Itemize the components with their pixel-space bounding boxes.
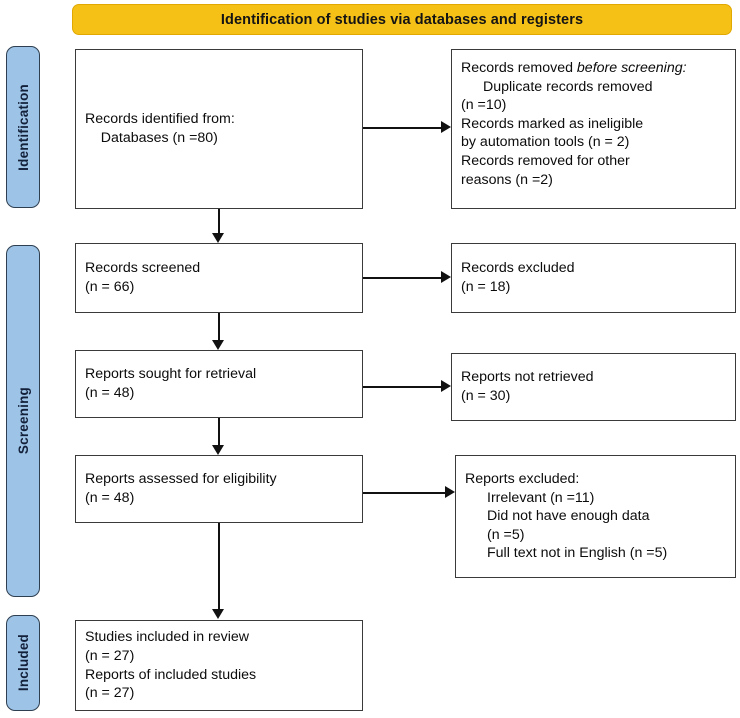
arrowhead-identified-to-screened-icon xyxy=(212,233,224,243)
box-reports-excluded-item2b: (n =5) xyxy=(456,526,735,545)
arrowhead-assessed-to-included-icon xyxy=(212,609,224,619)
box-reports-excluded-item1: Irrelevant (n =11) xyxy=(456,489,735,508)
box-reports-not-retrieved-line2: (n = 30) xyxy=(461,388,511,404)
box-reports-excluded-item2a: Did not have enough data xyxy=(456,507,735,526)
stage-label-included-text: Included xyxy=(15,634,31,692)
box-records-screened-line2: (n = 66) xyxy=(85,279,135,295)
box-records-removed: Records removed before screening: Duplic… xyxy=(451,49,736,209)
box-records-excluded-line2: (n = 18) xyxy=(461,279,511,295)
box-reports-sought-line2: (n = 48) xyxy=(85,385,135,401)
box-records-removed-item2a: Records marked as ineligible xyxy=(461,115,644,132)
removed-item1a-text: Duplicate records removed xyxy=(483,78,653,95)
removed-heading-colon: : xyxy=(682,60,687,76)
banner-title: Identification of studies via databases … xyxy=(220,11,584,28)
stage-label-identification-text: Identification xyxy=(15,83,31,171)
arrowhead-sought-to-assessed-icon xyxy=(212,445,224,455)
box-reports-assessed-line2: (n = 48) xyxy=(85,490,135,506)
box-records-screened-line1: Records screened xyxy=(85,260,201,277)
box-studies-included-line3: Reports of included studies xyxy=(85,666,257,683)
connector-sought-to-assessed xyxy=(218,418,220,446)
box-records-removed-item1b: (n =10) xyxy=(461,97,507,114)
arrowhead-assessed-to-excluded-icon xyxy=(445,486,455,498)
excluded-item2b-text: (n =5) xyxy=(487,526,525,543)
arrowhead-identified-to-removed-icon xyxy=(441,121,451,133)
box-reports-excluded: Reports excluded: Irrelevant (n =11) Did… xyxy=(455,455,736,578)
box-studies-included: Studies included in review (n = 27) Repo… xyxy=(75,620,363,711)
arrowhead-screened-to-excluded-icon xyxy=(441,271,451,283)
excluded-item1-text: Irrelevant (n =11) xyxy=(487,489,595,506)
connector-assessed-to-included xyxy=(218,523,220,610)
box-records-removed-item3a: Records removed for other xyxy=(461,152,630,169)
box-reports-excluded-item3: Full text not in English (n =5) xyxy=(456,544,735,563)
removed-heading-italic: before screening xyxy=(576,60,683,76)
connector-screened-to-sought xyxy=(218,313,220,341)
connector-sought-to-not-retrieved xyxy=(363,386,441,388)
box-studies-included-line2: (n = 27) xyxy=(85,647,135,664)
box-reports-assessed: Reports assessed for eligibility (n = 48… xyxy=(75,455,363,523)
box-studies-included-line1: Studies included in review xyxy=(85,629,250,646)
box-reports-excluded-heading: Reports excluded: xyxy=(465,471,580,488)
connector-identified-to-removed xyxy=(363,127,441,129)
box-records-removed-heading: Records removed before screening: xyxy=(452,59,735,78)
box-records-excluded: Records excluded (n = 18) xyxy=(451,243,736,313)
box-records-removed-item2b: by automation tools (n = 2) xyxy=(461,134,630,151)
stage-label-screening-text: Screening xyxy=(15,387,31,455)
stage-label-identification: Identification xyxy=(6,46,40,208)
box-records-screened: Records screened (n = 66) xyxy=(75,243,363,313)
box-records-removed-item1a: Duplicate records removed xyxy=(452,78,735,97)
box-records-identified: Records identified from: Databases (n =8… xyxy=(75,49,363,209)
box-reports-not-retrieved: Reports not retrieved (n = 30) xyxy=(451,353,736,421)
excluded-item2a-text: Did not have enough data xyxy=(487,508,650,525)
connector-identified-to-screened xyxy=(218,209,220,234)
connector-assessed-to-excluded xyxy=(363,492,445,494)
box-reports-sought-line1: Reports sought for retrieval xyxy=(85,366,257,383)
header-banner: Identification of studies via databases … xyxy=(72,4,732,35)
arrowhead-sought-to-not-retrieved-icon xyxy=(441,380,451,392)
excluded-item3-text: Full text not in English (n =5) xyxy=(487,545,668,562)
box-reports-sought: Reports sought for retrieval (n = 48) xyxy=(75,350,363,418)
box-records-identified-line2: Databases (n =80) xyxy=(85,130,218,146)
box-records-identified-line1: Records identified from: xyxy=(85,111,235,128)
box-records-excluded-line1: Records excluded xyxy=(461,260,575,277)
stage-label-screening: Screening xyxy=(6,245,40,597)
arrowhead-screened-to-sought-icon xyxy=(212,340,224,350)
removed-heading-plain: Records removed xyxy=(461,60,577,76)
box-reports-assessed-line1: Reports assessed for eligibility xyxy=(85,471,277,488)
box-records-removed-item3b: reasons (n =2) xyxy=(461,171,553,188)
stage-label-included: Included xyxy=(6,615,40,711)
connector-screened-to-excluded xyxy=(363,277,441,279)
box-reports-not-retrieved-line1: Reports not retrieved xyxy=(461,369,594,386)
box-studies-included-line4: (n = 27) xyxy=(85,685,135,702)
